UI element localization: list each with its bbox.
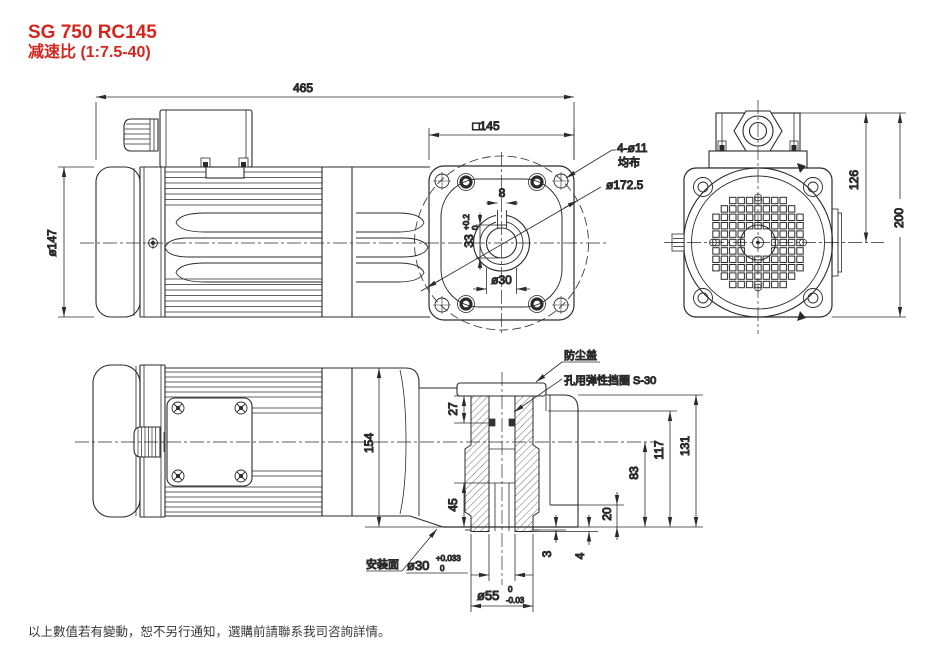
gear-case	[352, 367, 579, 528]
svg-text:0: 0	[440, 564, 445, 573]
model-number: SG 750 RC145	[28, 22, 157, 43]
circlip-text: 孔用弹性挡圈 S-30	[564, 373, 656, 387]
label-junbu: 均布	[618, 156, 640, 169]
gearhead-adapter	[352, 166, 430, 318]
motor-fins	[165, 171, 322, 313]
dim-4	[515, 515, 598, 545]
dim-126	[800, 112, 906, 243]
circlip-section-right	[508, 418, 516, 427]
dim-45	[454, 482, 489, 527]
dim-131-label: 131	[678, 436, 692, 456]
dim-33-label: 33 +0.2 0	[461, 213, 480, 248]
dim-145-label: □145	[472, 119, 500, 133]
dim-83-label: 83	[627, 466, 641, 480]
dust-cover-shape	[456, 382, 547, 397]
dim-131	[578, 394, 703, 528]
mounting-holes	[433, 172, 570, 314]
svg-text:ø30: ø30	[407, 558, 429, 573]
section-view: 154 27 45 3 4 20 83 117	[75, 347, 703, 612]
svg-text:0: 0	[508, 585, 513, 594]
dim-465-label: 465	[293, 81, 313, 95]
dim-motor-diameter	[58, 166, 94, 318]
dim-200-label: 200	[892, 208, 906, 228]
svg-text:ø55: ø55	[477, 588, 499, 603]
side-view: 465 ø147	[44, 80, 648, 334]
circlip-section-left	[488, 418, 496, 427]
shroud-clip-bottom	[797, 311, 806, 321]
motor-body	[140, 166, 353, 318]
svg-text:+0.033: +0.033	[436, 554, 461, 563]
label-bolt-circle: ø172.5	[606, 178, 644, 192]
drawing-title: SG 750 RC145 减速比 (1:7.5-40)	[28, 22, 157, 62]
dim-154-label: 154	[362, 433, 376, 453]
dim-4-label: 4	[573, 552, 587, 559]
dim-117	[548, 410, 677, 527]
dim-spigot	[470, 534, 534, 612]
dim-20	[578, 492, 624, 540]
cable-gland-side	[123, 118, 159, 152]
mounting-face-text: 安装面	[366, 557, 399, 571]
leader-bolt-circle	[420, 186, 602, 292]
dim-126-label: 126	[847, 170, 861, 190]
dim-keyway-height	[476, 213, 498, 270]
dim-8-label: 8	[499, 186, 506, 200]
svg-text:+0.2: +0.2	[462, 214, 471, 230]
dim-45-label: 45	[446, 498, 460, 512]
svg-text:33: 33	[462, 234, 476, 248]
svg-text:0: 0	[471, 225, 480, 230]
rear-view: 126 200	[664, 100, 907, 334]
cover-screws	[457, 173, 546, 313]
motor-ribs	[164, 212, 322, 283]
svg-text:-0.03: -0.03	[506, 596, 525, 605]
shroud-clip-top	[797, 163, 806, 173]
dim-3-label: 3	[540, 550, 554, 557]
motor-end-cap	[95, 166, 166, 318]
output-boss-section	[456, 382, 547, 532]
label-bore-fit: ø30 +0.033 0	[406, 553, 461, 573]
dim-27-label: 27	[446, 402, 460, 416]
label-spigot: ø55 0 -0.03	[476, 584, 525, 605]
dim-154	[365, 368, 443, 528]
dust-cover-text: 防尘盖	[564, 348, 597, 362]
leader-dust-cover	[535, 361, 600, 383]
dim-20-label: 20	[600, 507, 614, 521]
label-mounting-face	[366, 528, 438, 572]
dim-3	[533, 515, 566, 543]
terminal-box-side	[159, 109, 253, 179]
footer-note: 以上數值若有變動，恕不另行通知，選購前請聯系我司咨詢詳情。	[28, 625, 391, 639]
reduction-ratio: 减速比 (1:7.5-40)	[28, 43, 151, 61]
leader-circlip	[513, 378, 563, 413]
dim-147-label: ø147	[45, 229, 59, 257]
dim-117-label: 117	[652, 440, 666, 459]
dim-bore-fit	[406, 534, 533, 581]
label-4xo11: 4-ø11	[617, 141, 648, 155]
motor-fins-top	[165, 371, 322, 513]
dim-bore	[473, 268, 530, 294]
leader-mounting-holes	[565, 149, 616, 179]
dim-27	[454, 395, 489, 424]
dim-flange-square	[428, 128, 575, 160]
